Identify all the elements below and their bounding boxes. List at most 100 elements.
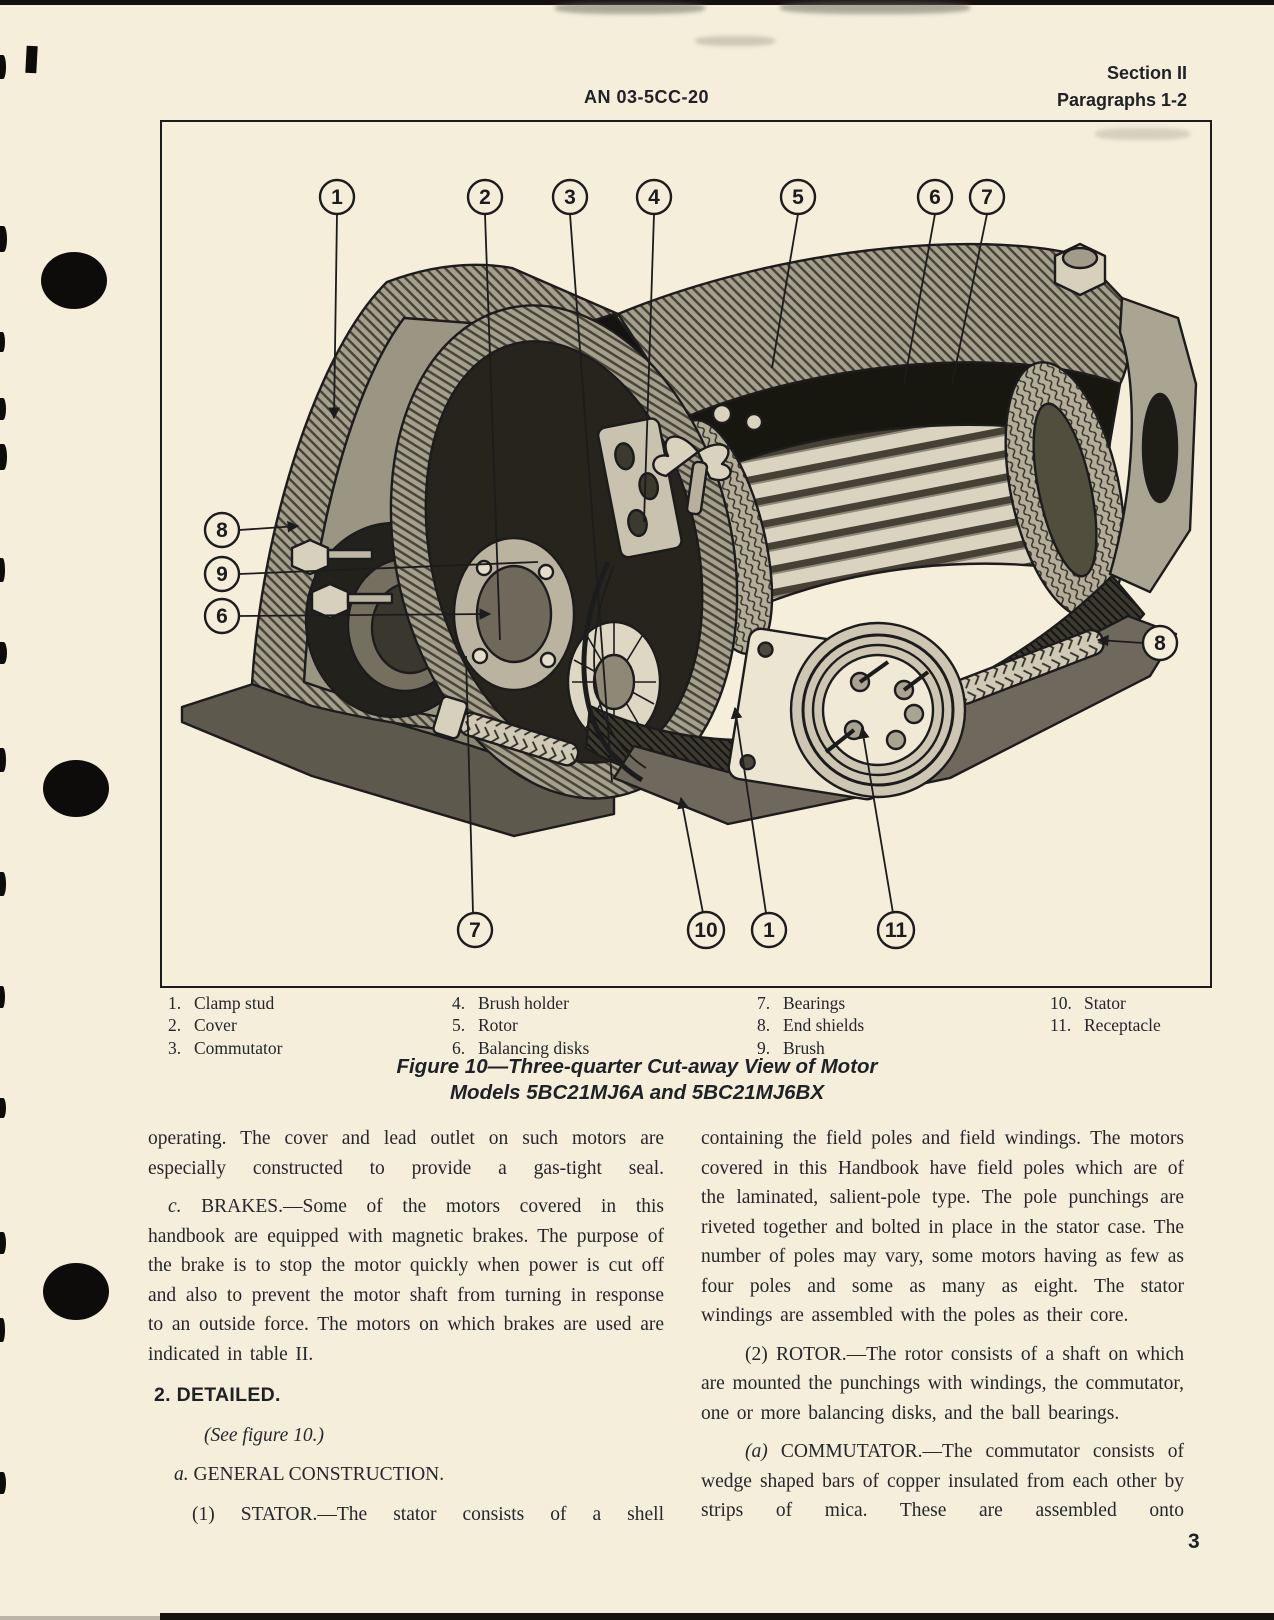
scan-edge-mark: [0, 642, 7, 664]
scan-edge-mark: [0, 1318, 5, 1342]
legend-item: 4. Brush holder: [452, 992, 589, 1014]
see-figure-note: (See figure 10.): [204, 1424, 325, 1446]
scan-edge-mark: [0, 226, 7, 252]
callout-top-2: 2: [466, 178, 504, 216]
svg-text:1: 1: [763, 919, 775, 942]
legend-item: 10.Stator: [1050, 992, 1161, 1014]
legend-label: End shields: [783, 1015, 865, 1036]
pedestal-bolts: [290, 538, 394, 620]
paragraph-brakes: c. BRAKES.—Some of the motors covered in…: [148, 1192, 664, 1369]
callout-left-6: 6: [203, 597, 241, 635]
binder-hole: [43, 1263, 109, 1320]
legend-label: Brush: [783, 1037, 825, 1058]
paragraph-lead: (a): [745, 1441, 768, 1462]
legend-column-2: 4. Brush holder 5. Rotor 6. Balancing disks: [452, 992, 589, 1059]
legend-number: 5.: [452, 1015, 466, 1036]
scan-edge-mark: [0, 558, 5, 582]
legend-item: 11. Receptacle: [1050, 1014, 1161, 1036]
legend-item: 8. End shields: [757, 1014, 864, 1036]
callout-bottom-7: 7: [456, 911, 494, 949]
subheading-text: GENERAL CONSTRUCTION.: [188, 1464, 445, 1485]
figure-caption: Figure 10—Three-quarter Cut-away View of…: [64, 1054, 1210, 1106]
legend-column-4: 10.Stator 11. Receptacle: [1050, 992, 1161, 1037]
doc-number: AN 03-5CC-20: [584, 87, 710, 107]
scan-edge-mark: [0, 444, 7, 470]
callout-right-8: 8: [1141, 624, 1179, 662]
callout-top-3: 3: [551, 178, 589, 216]
hex-bolt: [1053, 242, 1107, 297]
callout-bottom-10: 10: [686, 910, 726, 950]
legend-number: 4.: [452, 993, 466, 1013]
scan-edge-bottom-light: [0, 1616, 160, 1620]
legend-item: 7. Bearings: [757, 992, 864, 1014]
legend-item: 9.Brush: [757, 1037, 864, 1059]
scan-edge-mark: [0, 986, 5, 1008]
paragraphs-label: Paragraphs 1-2: [1056, 90, 1187, 110]
scan-smudge: [1095, 128, 1190, 140]
heading-detailed: 2. DETAILED.: [154, 1384, 281, 1406]
paragraph-commutator: (a) COMMUTATOR.—The commutator consists …: [701, 1437, 1184, 1526]
legend-number: 11.: [1050, 1015, 1072, 1036]
svg-text:10: 10: [694, 919, 717, 942]
legend-item: 1.Clamp stud: [168, 992, 282, 1014]
svg-text:1: 1: [331, 186, 343, 209]
section-label: Section II: [1106, 63, 1187, 83]
legend-column-1: 1.Clamp stud 2.Cover 3.Commutator: [168, 992, 282, 1059]
scan-edge-mark: [0, 748, 6, 772]
svg-text:2: 2: [479, 186, 491, 209]
header-section-block: Section II Paragraphs 1-2: [1057, 60, 1187, 114]
field-winding-coil: [1004, 361, 1126, 619]
svg-text:5: 5: [792, 186, 804, 209]
svg-text:3: 3: [564, 186, 576, 209]
callout-left-9: 9: [203, 555, 241, 593]
callout-leader-lines: [238, 213, 1144, 914]
scan-edge-mark: [0, 872, 6, 896]
binder-hole: [41, 252, 107, 309]
paragraph-rotor: (2) ROTOR.—The rotor consists of a shaft…: [701, 1343, 1184, 1424]
legend-label: Balancing disks: [478, 1037, 590, 1058]
callout-top-5: 5: [779, 178, 817, 216]
svg-text:4: 4: [648, 186, 660, 209]
paragraph-stator: (1) STATOR.—The stator consists of a she…: [192, 1503, 664, 1525]
legend-item: 3.Commutator: [168, 1037, 282, 1059]
scan-edge-mark: [0, 55, 6, 79]
legend-number: 6.: [452, 1037, 466, 1058]
scan-edge-mark: [0, 332, 5, 352]
callout-top-4: 4: [635, 178, 673, 216]
legend-label: Receptacle: [1084, 1015, 1161, 1036]
balancing-disk: [452, 536, 576, 692]
subheading-general-construction: a. GENERAL CONSTRUCTION.: [174, 1460, 664, 1490]
scan-smudge: [555, 2, 705, 14]
legend-number: 7.: [757, 993, 771, 1013]
svg-text:6: 6: [929, 186, 941, 209]
page-number: 3: [1188, 1530, 1200, 1553]
legend-label: Bearings: [783, 993, 846, 1013]
legend-label: Clamp stud: [194, 993, 275, 1013]
scan-mark: [25, 45, 38, 74]
legend-label: Brush holder: [478, 993, 569, 1013]
callout-left-8: 8: [203, 511, 241, 549]
callout-top-6: 6: [916, 178, 954, 216]
paragraph-containing: containing the field poles and field win…: [701, 1128, 1184, 1326]
legend-label: Commutator: [194, 1037, 283, 1058]
figure-caption-line2: Models 5BC21MJ6A and 5BC21MJ6BX: [449, 1081, 825, 1104]
svg-text:8: 8: [1154, 632, 1166, 655]
legend-item: 6. Balancing disks: [452, 1037, 589, 1059]
legend-item: 5. Rotor: [452, 1014, 589, 1036]
legend-number: 8.: [757, 1015, 771, 1036]
clamp-stud-part: [432, 695, 580, 767]
callout-bottom-11: 11: [876, 910, 916, 950]
body-column-left: operating. The cover and lead outlet on …: [148, 1124, 664, 1529]
callout-top-7: 7: [968, 178, 1006, 216]
wire-bail: [581, 560, 644, 783]
brush-holder-part: [596, 417, 683, 559]
svg-text:8: 8: [216, 519, 228, 542]
svg-text:11: 11: [885, 919, 908, 942]
scan-edge-mark: [0, 1232, 6, 1254]
figure-caption-line1: Figure 10—Three-quarter Cut-away View of…: [396, 1055, 878, 1078]
receptacle-part: [727, 621, 967, 801]
legend-label: Rotor: [478, 1015, 518, 1036]
scan-edge-mark: [0, 1098, 6, 1118]
paragraph-lead: c.: [168, 1196, 182, 1217]
